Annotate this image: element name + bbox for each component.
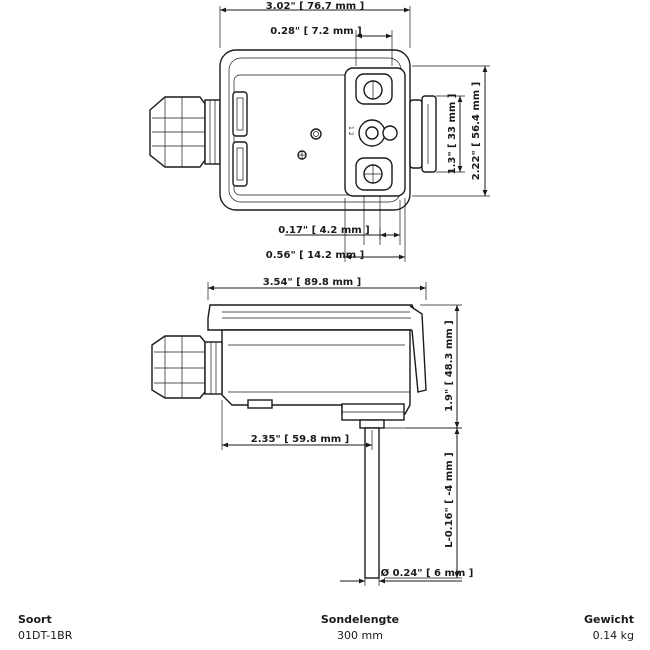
cable-gland-side <box>151 335 223 399</box>
dim-side-offset: 2.35" [ 59.8 mm ] <box>251 434 349 445</box>
terminal-block: 1 2 <box>344 67 406 197</box>
dim-probe-length: L-0.16" [ -4 mm ] <box>444 452 455 547</box>
dim-side-width: 3.54" [ 89.8 mm ] <box>263 277 361 288</box>
spec-probe-value: 300 mm <box>337 629 383 642</box>
probe <box>364 427 380 579</box>
spec-weight: Gewicht 0.14 kg <box>584 612 634 644</box>
dim-top-4-2: 0.17" [ 4.2 mm ] <box>278 225 370 236</box>
dim-top-7-2: 0.28" [ 7.2 mm ] <box>270 26 362 37</box>
spec-probe-header: Sondelengte <box>320 613 400 626</box>
svg-text:1 2: 1 2 <box>347 126 354 136</box>
spec-type-value: 01DT-1BR <box>18 629 73 642</box>
spec-type: Soort 01DT-1BR <box>18 612 72 644</box>
top-view: 1 2 3.02" [ 76.7 mm ] 0.28" [ 7.2 mm ] 1… <box>149 1 490 262</box>
dim-top-width: 3.02" [ 76.7 mm ] <box>266 1 364 12</box>
dim-side-height: 1.9" [ 48.3 mm ] <box>444 320 455 412</box>
spec-weight-header: Gewicht <box>583 613 634 626</box>
technical-drawing: 1 2 3.02" [ 76.7 mm ] 0.28" [ 7.2 mm ] 1… <box>149 1 490 586</box>
lid-side <box>207 304 419 331</box>
spec-type-header: Soort <box>18 613 52 626</box>
dim-top-56-4: 2.22" [ 56.4 mm ] <box>471 82 482 180</box>
side-view: 3.54" [ 89.8 mm ] 1.9" [ 48.3 mm ] 2.35"… <box>151 277 474 586</box>
spec-weight-value: 0.14 kg <box>592 629 634 642</box>
dim-top-33: 1.3" [ 33 mm ] <box>447 94 458 175</box>
dim-top-14-2: 0.56" [ 14.2 mm ] <box>266 250 364 261</box>
cable-gland-top <box>149 96 221 168</box>
dim-probe-diameter: Ø 0.24" [ 6 mm ] <box>381 567 474 579</box>
spec-probe-length: Sondelengte 300 mm <box>305 612 415 644</box>
